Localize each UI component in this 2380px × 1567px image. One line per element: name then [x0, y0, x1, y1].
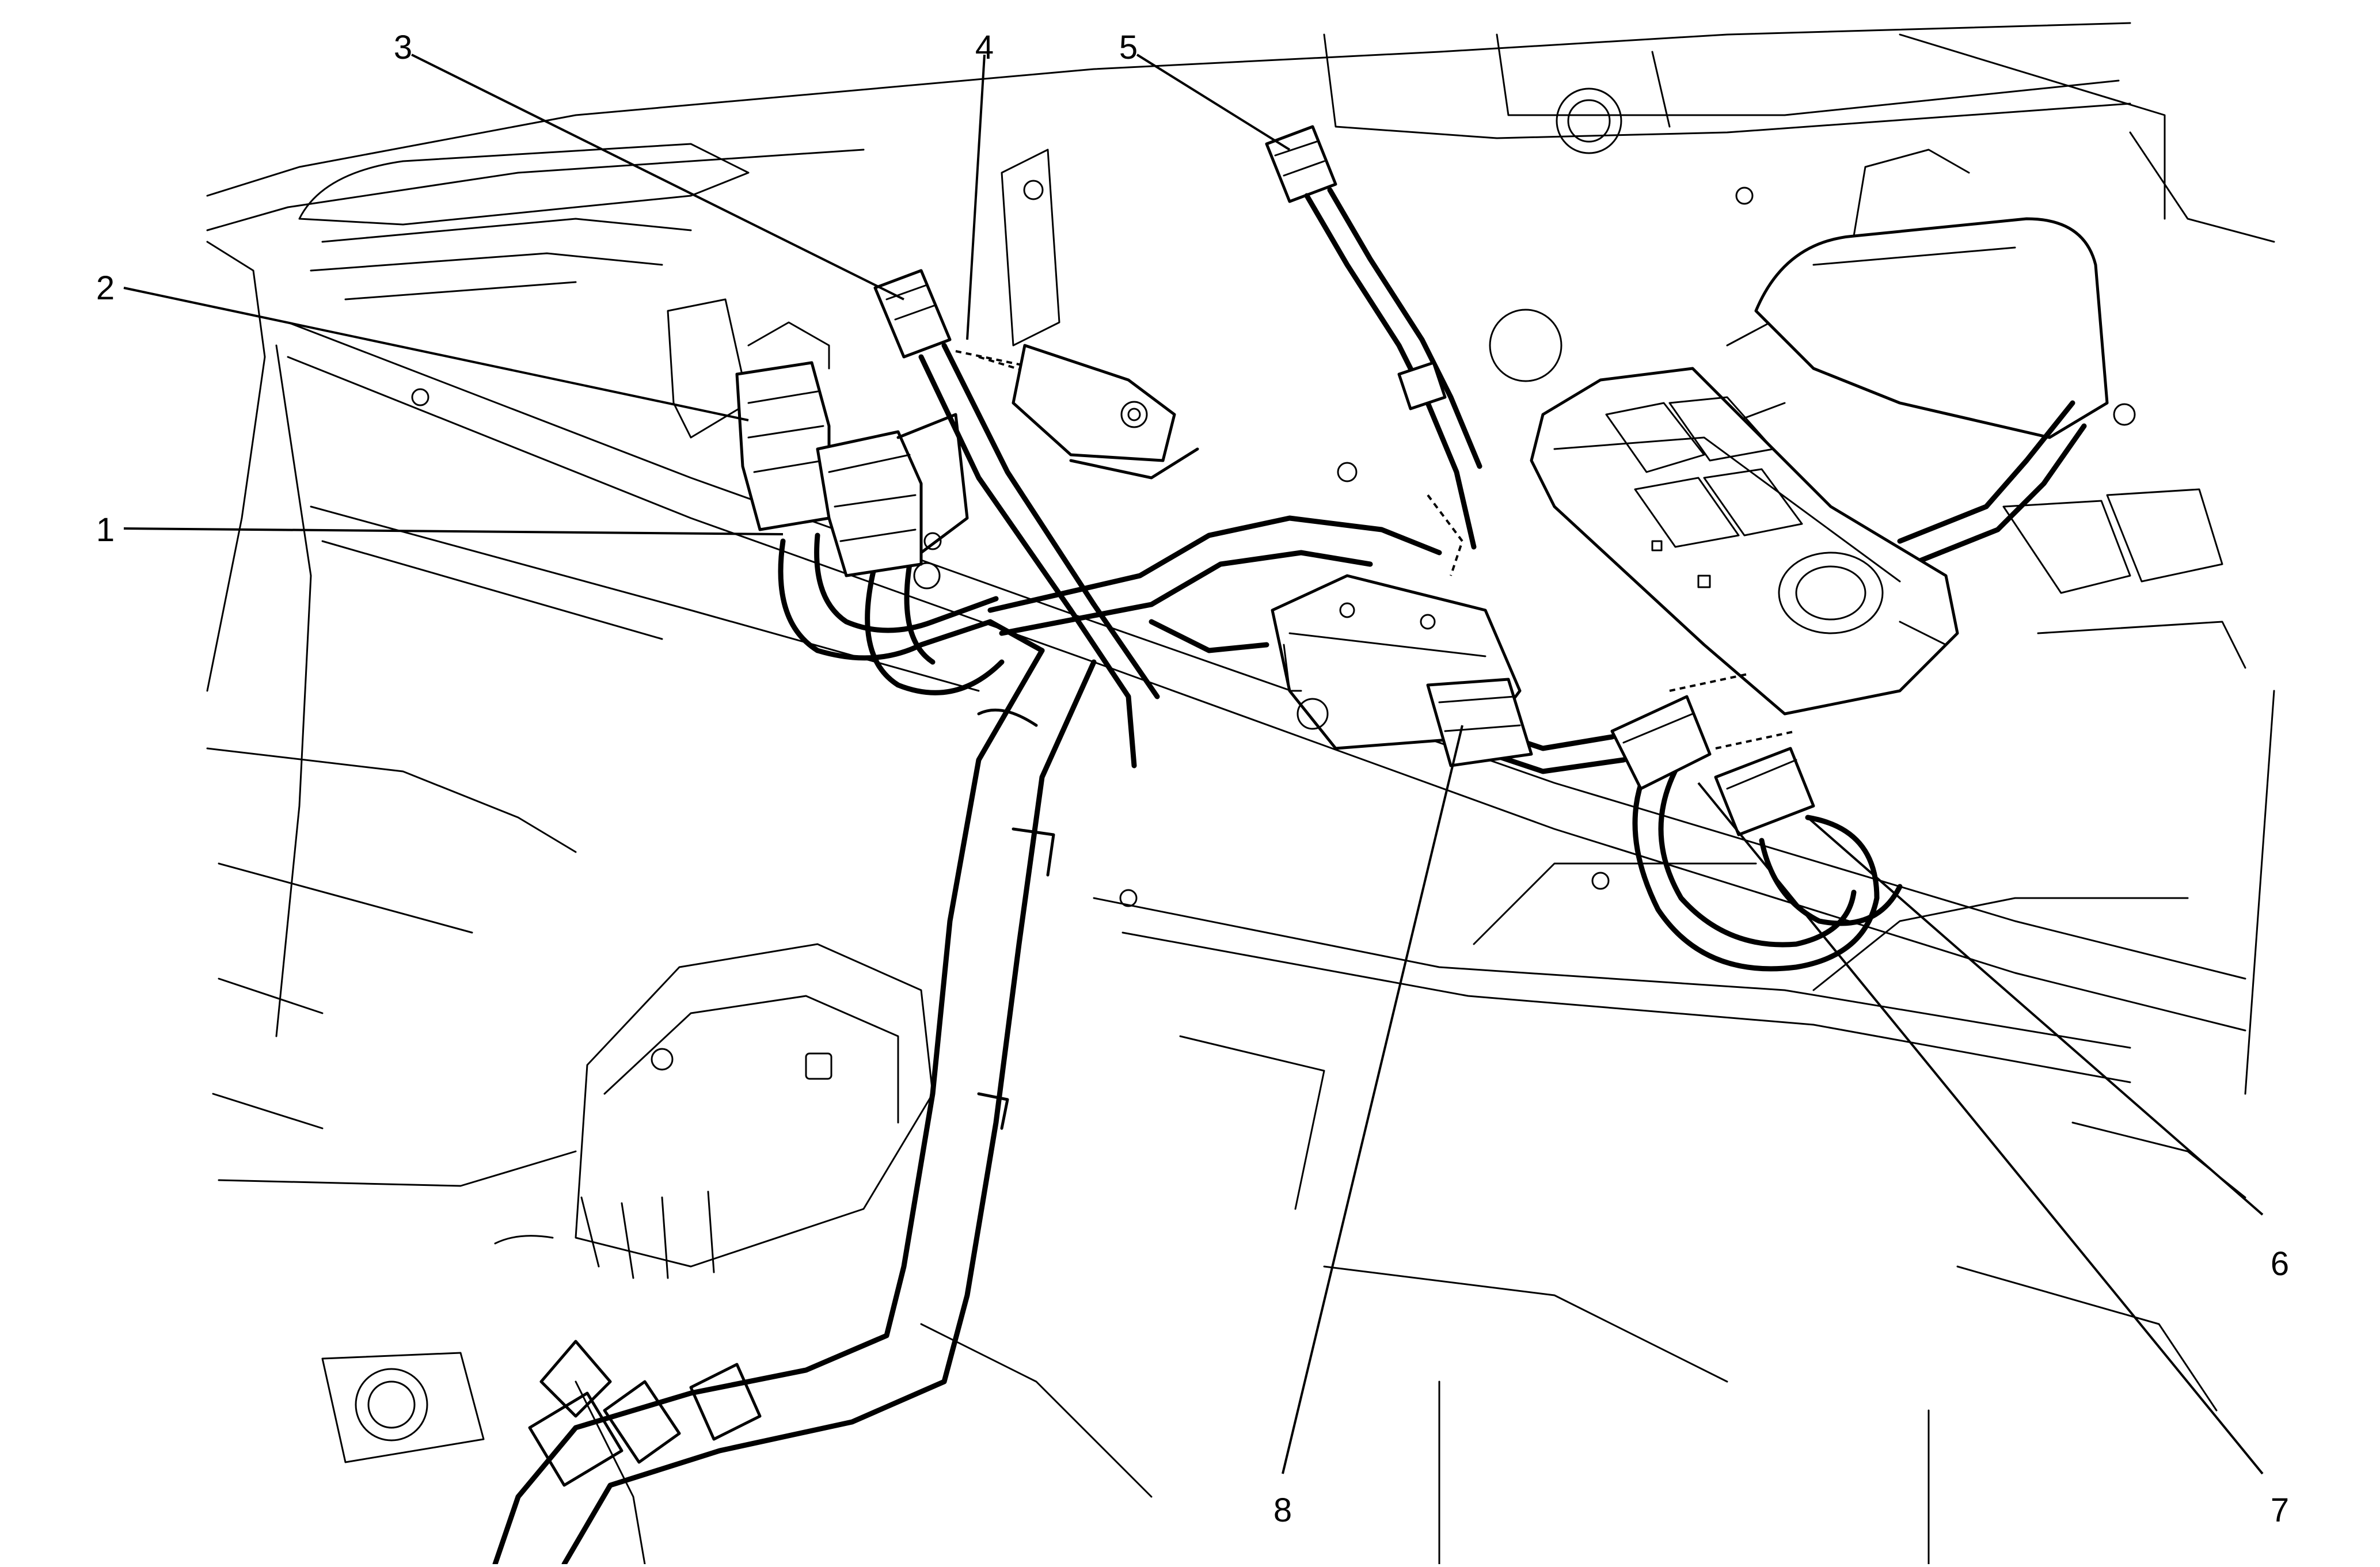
callout-1: 1: [96, 511, 115, 549]
callout-labels: 1 2 3 4 5 6 7 8: [96, 29, 2289, 1529]
callout-leaders: [123, 54, 2264, 1475]
bracket-4: [1012, 344, 1199, 480]
connector-3: [873, 269, 1160, 769]
leader-6: [1807, 816, 2264, 1216]
left-module-connectors: [735, 321, 969, 589]
callout-6: 6: [2271, 1245, 2289, 1283]
sensor-module-8: [1271, 574, 1533, 767]
leader-8: [1282, 725, 1463, 1474]
leader-4: [966, 54, 986, 340]
callout-2: 2: [96, 269, 115, 307]
leader-2: [123, 287, 749, 421]
callout-3: 3: [394, 29, 412, 66]
leader-3: [411, 54, 904, 301]
connector-5: [1265, 125, 1482, 576]
leader-5: [1136, 54, 1291, 151]
leader-7: [1697, 782, 2264, 1475]
callout-5: 5: [1119, 29, 1138, 66]
leader-1: [123, 527, 784, 535]
callout-7: 7: [2271, 1492, 2289, 1529]
rear-trim-bracket: [1754, 149, 2109, 439]
callout-8: 8: [1273, 1492, 1292, 1529]
main-harness-trunk: [492, 648, 1097, 1567]
control-module-6-7: [1530, 367, 1959, 836]
callout-4: 4: [975, 29, 994, 66]
